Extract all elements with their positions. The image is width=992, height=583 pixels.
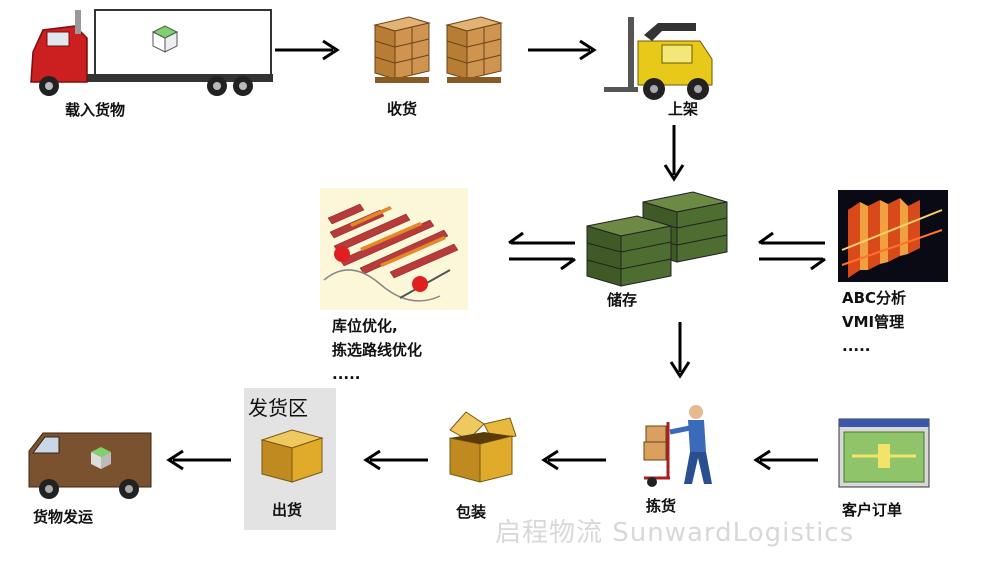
packing-node: 包装: [440, 410, 530, 522]
ship-out-label: 出货: [272, 501, 303, 519]
shelve-node: 上架: [600, 15, 730, 125]
warehouse-map-icon: [320, 188, 468, 310]
truck-node: 载入货物: [25, 8, 275, 119]
arrow-left-icon: [541, 449, 606, 471]
order-node: 客户订单: [838, 418, 948, 519]
shelve-label: 上架: [668, 100, 699, 118]
slotting-label-1: 库位优化,: [332, 317, 398, 335]
forklift-icon: [604, 17, 713, 100]
picking-node: 拣货: [640, 402, 750, 522]
abc-more: .....: [842, 337, 871, 355]
arrow-down-icon: [669, 322, 691, 379]
watermark-text: 启程物流 SunwardLogistics: [495, 518, 855, 548]
slotting-more: .....: [332, 365, 361, 383]
receive-node: 收货: [365, 15, 515, 125]
delivery-node: 货物发运: [25, 425, 165, 535]
abc-node: ABC分析 VMI管理 .....: [838, 190, 978, 360]
picking-label: 拣货: [646, 497, 677, 515]
arrow-left-icon: [166, 449, 231, 471]
packing-label: 包装: [456, 503, 487, 521]
abc-label-2: VMI管理: [842, 313, 905, 331]
van-icon: [28, 432, 152, 499]
load-label: 载入货物: [65, 101, 126, 119]
pallets-icon: [586, 191, 728, 287]
storage-node: 储存: [585, 190, 735, 315]
storage-label: 储存: [607, 291, 638, 309]
arrow-left-icon: [753, 449, 818, 471]
abc-label-1: ABC分析: [842, 289, 907, 307]
arrow-right-icon: [275, 39, 340, 61]
truck-icon: [30, 9, 273, 96]
boxes-icon: [373, 16, 503, 83]
order-label: 客户订单: [842, 501, 903, 519]
delivery-label: 货物发运: [33, 508, 94, 526]
order-screen-icon: [838, 418, 930, 488]
shipping-zone-title: 发货区: [248, 396, 308, 420]
slotting-label-2: 拣选路线优化: [332, 341, 423, 359]
receive-label: 收货: [387, 100, 418, 118]
abc-chart-icon: [838, 190, 948, 282]
slotting-node: 库位优化, 拣选路线优化 .....: [320, 188, 500, 388]
ship-out-node: 出货: [258, 428, 328, 528]
arrow-right-icon: [528, 39, 597, 61]
exchange-arrows-icon: [508, 231, 576, 271]
arrow-down-icon: [663, 125, 685, 182]
worker-cart-icon: [643, 405, 712, 487]
open-box-icon: [449, 411, 517, 483]
closed-box-icon: [260, 429, 324, 483]
arrow-left-icon: [363, 449, 428, 471]
exchange-arrows-icon: [758, 231, 826, 271]
